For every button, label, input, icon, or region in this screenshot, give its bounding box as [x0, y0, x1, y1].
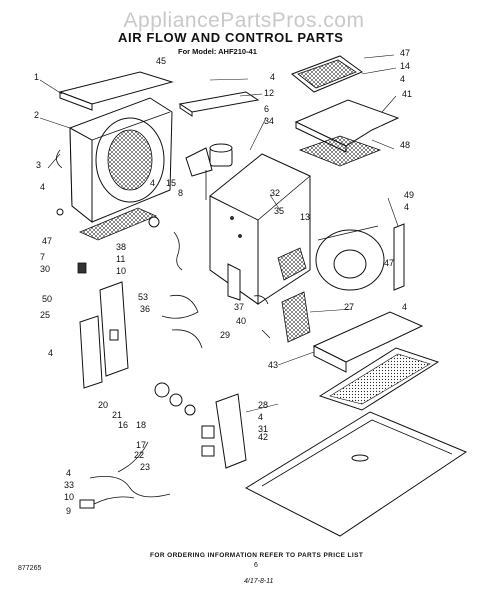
callout-37: 37 — [234, 302, 244, 312]
power-cord — [79, 441, 171, 509]
filter-strip — [178, 91, 260, 117]
knob-set — [154, 382, 196, 416]
fan-shroud-icon — [69, 97, 173, 224]
callout-34: 34 — [264, 116, 274, 126]
callout-labels: 1454234477301263415843811103235134841414… — [34, 48, 414, 516]
callout-53: 53 — [138, 292, 148, 302]
model-line: For Model: AHF210-41 — [178, 47, 257, 56]
callout-4: 4 — [400, 74, 405, 84]
callout-9: 9 — [66, 506, 71, 516]
callout-12: 12 — [264, 88, 274, 98]
spring-clip-icon — [56, 149, 63, 169]
callout-15: 15 — [166, 178, 176, 188]
callout-48: 48 — [400, 140, 410, 150]
callout-33: 33 — [64, 480, 74, 490]
blower-wheel-icon — [315, 225, 385, 291]
louver-grille — [277, 247, 307, 281]
callout-3: 3 — [36, 160, 41, 170]
page-number: 6 — [254, 562, 258, 569]
callout-10: 10 — [116, 266, 126, 276]
ordering-note: FOR ORDERING INFORMATION REFER TO PARTS … — [150, 552, 363, 559]
screw-icon — [56, 208, 64, 216]
callout-17: 17 — [136, 440, 146, 450]
filter-grille-icon — [291, 55, 364, 93]
side-bracket — [393, 223, 405, 291]
callout-4: 4 — [270, 72, 275, 82]
callout-50: 50 — [42, 294, 52, 304]
callout-18: 18 — [136, 420, 146, 430]
callout-45: 45 — [156, 56, 166, 66]
callout-6: 6 — [264, 104, 269, 114]
callout-16: 16 — [118, 420, 128, 430]
watermark: AppliancePartsPros.com — [124, 9, 365, 32]
callout-4: 4 — [40, 182, 45, 192]
callout-47: 47 — [384, 258, 394, 268]
callout-4: 4 — [402, 302, 407, 312]
callout-1: 1 — [34, 72, 39, 82]
callout-47: 47 — [42, 236, 52, 246]
callout-13: 13 — [300, 212, 310, 222]
callout-47: 47 — [400, 48, 410, 58]
callout-49: 49 — [404, 190, 414, 200]
callout-4: 4 — [404, 202, 409, 212]
control-box-icon — [201, 393, 247, 469]
callout-14: 14 — [400, 61, 410, 71]
callout-4: 4 — [258, 412, 263, 422]
spring-36 — [171, 329, 203, 349]
callout-23: 23 — [140, 462, 150, 472]
callout-29: 29 — [220, 330, 230, 340]
callout-2: 2 — [34, 110, 39, 120]
side-panel-25 — [79, 315, 103, 389]
callout-38: 38 — [116, 242, 126, 252]
callout-42: 42 — [258, 432, 268, 442]
filter-pad — [318, 347, 440, 411]
callout-7: 7 — [40, 252, 45, 262]
callout-32: 32 — [270, 188, 280, 198]
rear-grille — [298, 135, 382, 167]
callout-20: 20 — [98, 400, 108, 410]
callout-10: 10 — [64, 492, 74, 502]
callout-41: 41 — [402, 89, 412, 99]
clip-icon — [77, 262, 87, 274]
callout-43: 43 — [268, 360, 278, 370]
callout-30: 30 — [40, 264, 50, 274]
callout-35: 35 — [274, 206, 284, 216]
motor-icon — [185, 143, 233, 200]
callout-28: 28 — [258, 400, 268, 410]
callout-31: 31 — [258, 424, 268, 434]
link-29 — [261, 329, 271, 339]
callout-36: 36 — [140, 304, 150, 314]
callout-11: 11 — [116, 254, 125, 264]
top-trim-strip — [58, 71, 174, 111]
callout-4: 4 — [48, 348, 53, 358]
drawing-number: 877265 — [18, 565, 41, 572]
base-pan — [244, 411, 468, 537]
link-37 — [253, 295, 269, 305]
callout-40: 40 — [236, 316, 246, 326]
control-panel-50 — [99, 281, 129, 377]
callout-4: 4 — [66, 468, 71, 478]
drain-pan-icon — [312, 311, 424, 373]
grille-27 — [281, 291, 311, 343]
callout-21: 21 — [112, 410, 122, 420]
diagram-title: AIR FLOW AND CONTROL PARTS — [118, 30, 344, 45]
knob-icon — [148, 216, 160, 228]
spring-53 — [161, 294, 199, 319]
callout-22: 22 — [134, 450, 144, 460]
callout-25: 25 — [40, 310, 50, 320]
wire-harness — [173, 231, 183, 271]
callout-8: 8 — [178, 188, 183, 198]
bottom-grille — [78, 207, 158, 241]
callout-27: 27 — [344, 302, 354, 312]
handwritten-code: 4/17-8-11 — [244, 578, 274, 585]
leader-lines — [39, 54, 399, 413]
callout-4: 4 — [150, 178, 155, 188]
blower-housing — [209, 153, 311, 305]
